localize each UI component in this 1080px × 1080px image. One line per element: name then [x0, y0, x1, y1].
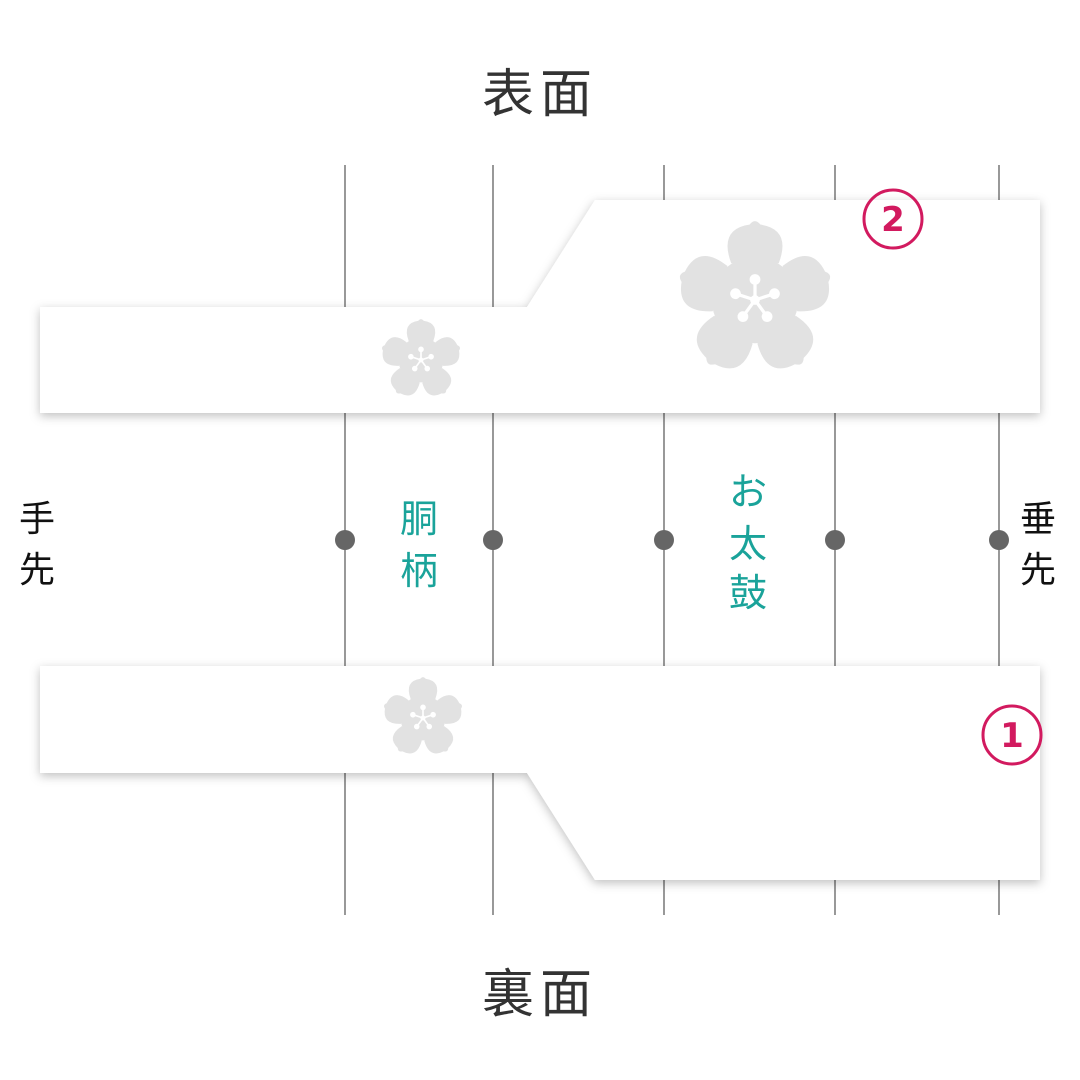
back-badge-circle	[981, 704, 1043, 766]
section-markers	[335, 530, 1009, 550]
front-badge-circle	[862, 188, 924, 250]
dogara-label-1: 胴	[400, 497, 438, 541]
marker-dot	[989, 530, 1009, 550]
otaiko-label-2: 太	[729, 522, 767, 566]
right-end-label-2: 先	[1020, 550, 1056, 591]
front-badge-number: 2	[881, 200, 905, 240]
back-face-label: 裏面	[482, 965, 598, 1025]
left-end-label-2: 先	[19, 550, 55, 591]
marker-dot	[654, 530, 674, 550]
right-end-label-1: 垂	[1020, 499, 1056, 540]
front-face-label: 表面	[482, 65, 598, 125]
marker-dot	[825, 530, 845, 550]
back-badge-number: 1	[1000, 716, 1024, 756]
left-end-label-1: 手	[19, 499, 55, 540]
front-badge: 2	[862, 188, 924, 250]
back-badge: 1	[981, 704, 1043, 766]
marker-dot	[335, 530, 355, 550]
dogara-label-2: 柄	[400, 549, 438, 593]
otaiko-label-3: 鼓	[729, 571, 767, 615]
back-panel	[40, 666, 1040, 880]
otaiko-label-1: お	[729, 470, 767, 514]
marker-dot	[483, 530, 503, 550]
